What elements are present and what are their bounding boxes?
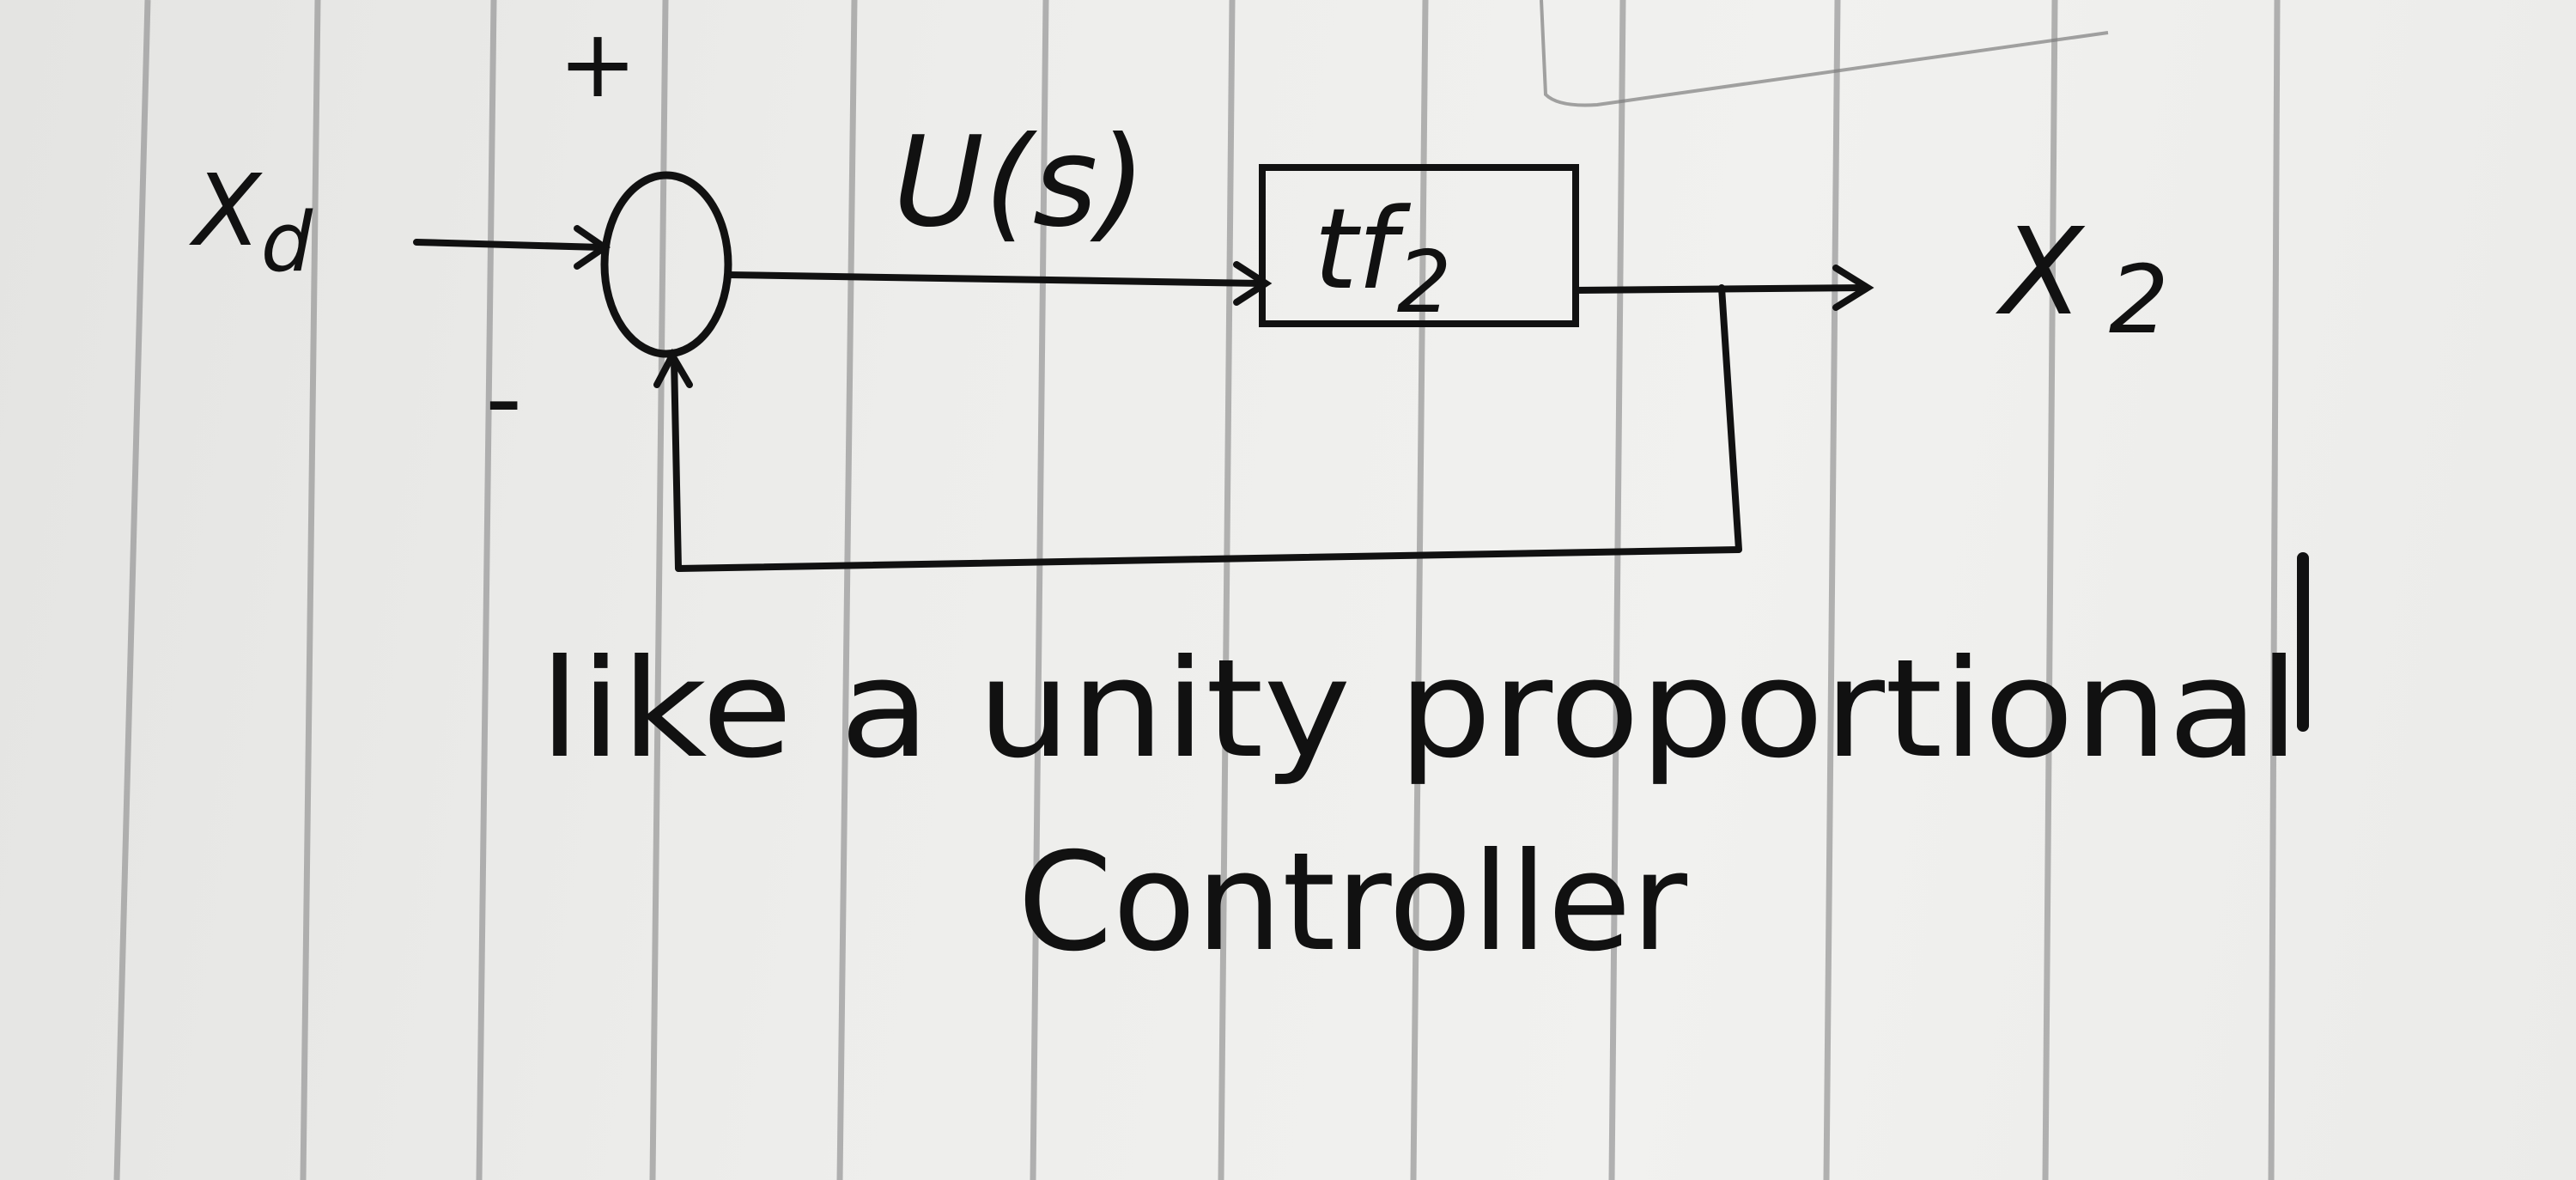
plus-sign: + <box>558 9 637 119</box>
input-subscript: d <box>261 196 313 290</box>
forward-arrow <box>725 261 1273 306</box>
output-subscript: 2 <box>2109 245 2169 355</box>
stray-pencil-mark <box>1540 0 2109 107</box>
ruled-lines <box>113 0 2281 1180</box>
minus-sign: - <box>485 339 522 459</box>
feedback-path <box>671 284 1742 572</box>
transfer-function-block <box>1259 164 1579 327</box>
block-subscript: 2 <box>1397 232 1452 332</box>
caption-line-1: like a unity proportional <box>539 630 2300 788</box>
input-arrow <box>413 225 611 270</box>
summing-junction <box>600 171 732 358</box>
signal-label: U(s) <box>893 110 1146 255</box>
input-label: Xd <box>189 154 313 290</box>
feedback-arrowhead <box>653 348 693 388</box>
caption-line-2: Controller <box>1018 824 1687 982</box>
block-label: tf2 <box>1314 184 1451 332</box>
